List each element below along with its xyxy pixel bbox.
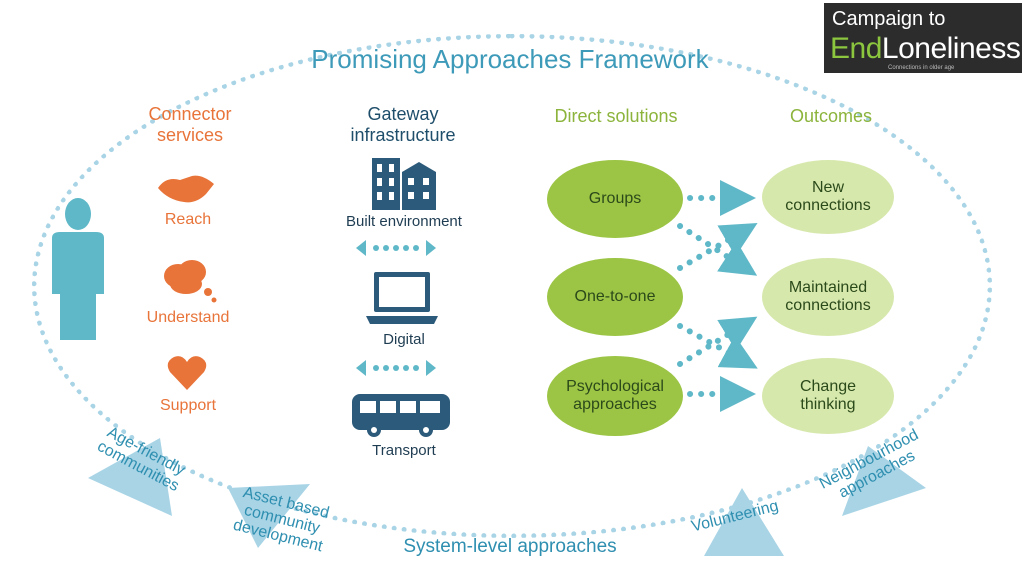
arrow-icon xyxy=(677,223,758,276)
logo-line1: Campaign to xyxy=(832,8,946,30)
node-new-connections: New connections xyxy=(762,160,894,234)
logo-end: End xyxy=(830,32,882,65)
triangle-asset-based xyxy=(228,484,310,548)
connector-heading: Connector services xyxy=(148,104,232,145)
gateway-item-transport: Transport xyxy=(372,442,436,459)
connector-item-understand: Understand xyxy=(146,309,230,326)
gateway-item-digital: Digital xyxy=(383,331,425,348)
connector-item-support: Support xyxy=(159,397,217,414)
triangle-age-friendly xyxy=(88,438,172,516)
node-groups: Groups xyxy=(547,160,683,238)
gateway-heading: Gateway infrastructure xyxy=(350,104,456,145)
direct-heading: Direct solutions xyxy=(554,106,678,126)
arrow-icon xyxy=(677,323,758,369)
node-psychological: Psychological approaches xyxy=(547,356,683,436)
triangle-neighbourhood xyxy=(842,446,926,516)
heart-icon xyxy=(167,356,207,390)
logo-tagline: Connections in older age xyxy=(888,65,955,71)
gateway-item-built-environment: Built environment xyxy=(346,213,462,230)
node-maintained-connections-label: Maintained connections xyxy=(785,279,871,314)
node-one-to-one: One-to-one xyxy=(547,258,683,336)
laptop-icon xyxy=(366,272,438,324)
node-one-to-one-label: One-to-one xyxy=(574,288,656,305)
handshake-icon xyxy=(158,175,214,203)
arrow-icon xyxy=(677,316,758,367)
logo: Campaign to EndLoneliness Connections in… xyxy=(824,3,1022,73)
double-arrow-icon xyxy=(356,240,436,256)
arrow-icon xyxy=(677,222,758,271)
bus-icon xyxy=(352,394,450,437)
node-change-thinking-label: Change thinking xyxy=(799,378,857,413)
connector-item-reach: Reach xyxy=(164,211,212,228)
buildings-icon xyxy=(372,158,436,210)
system-ring xyxy=(32,34,992,538)
system-level-label: System-level approaches xyxy=(403,536,617,557)
triangle-volunteering xyxy=(704,488,784,556)
diagram-title: Promising Approaches Framework xyxy=(311,44,709,74)
outcomes-heading: Outcomes xyxy=(789,106,873,126)
node-groups-label: Groups xyxy=(588,190,642,207)
node-maintained-connections: Maintained connections xyxy=(762,258,894,336)
logo-loneliness: Loneliness xyxy=(881,32,1021,65)
double-arrow-icon xyxy=(356,360,436,376)
node-psychological-label: Psychological approaches xyxy=(566,378,664,413)
thought-bubble-icon xyxy=(164,260,217,303)
node-new-connections-label: New connections xyxy=(785,179,871,214)
person-icon xyxy=(52,198,104,340)
node-change-thinking: Change thinking xyxy=(762,358,894,434)
logo-line2: EndLoneliness xyxy=(830,32,1021,66)
